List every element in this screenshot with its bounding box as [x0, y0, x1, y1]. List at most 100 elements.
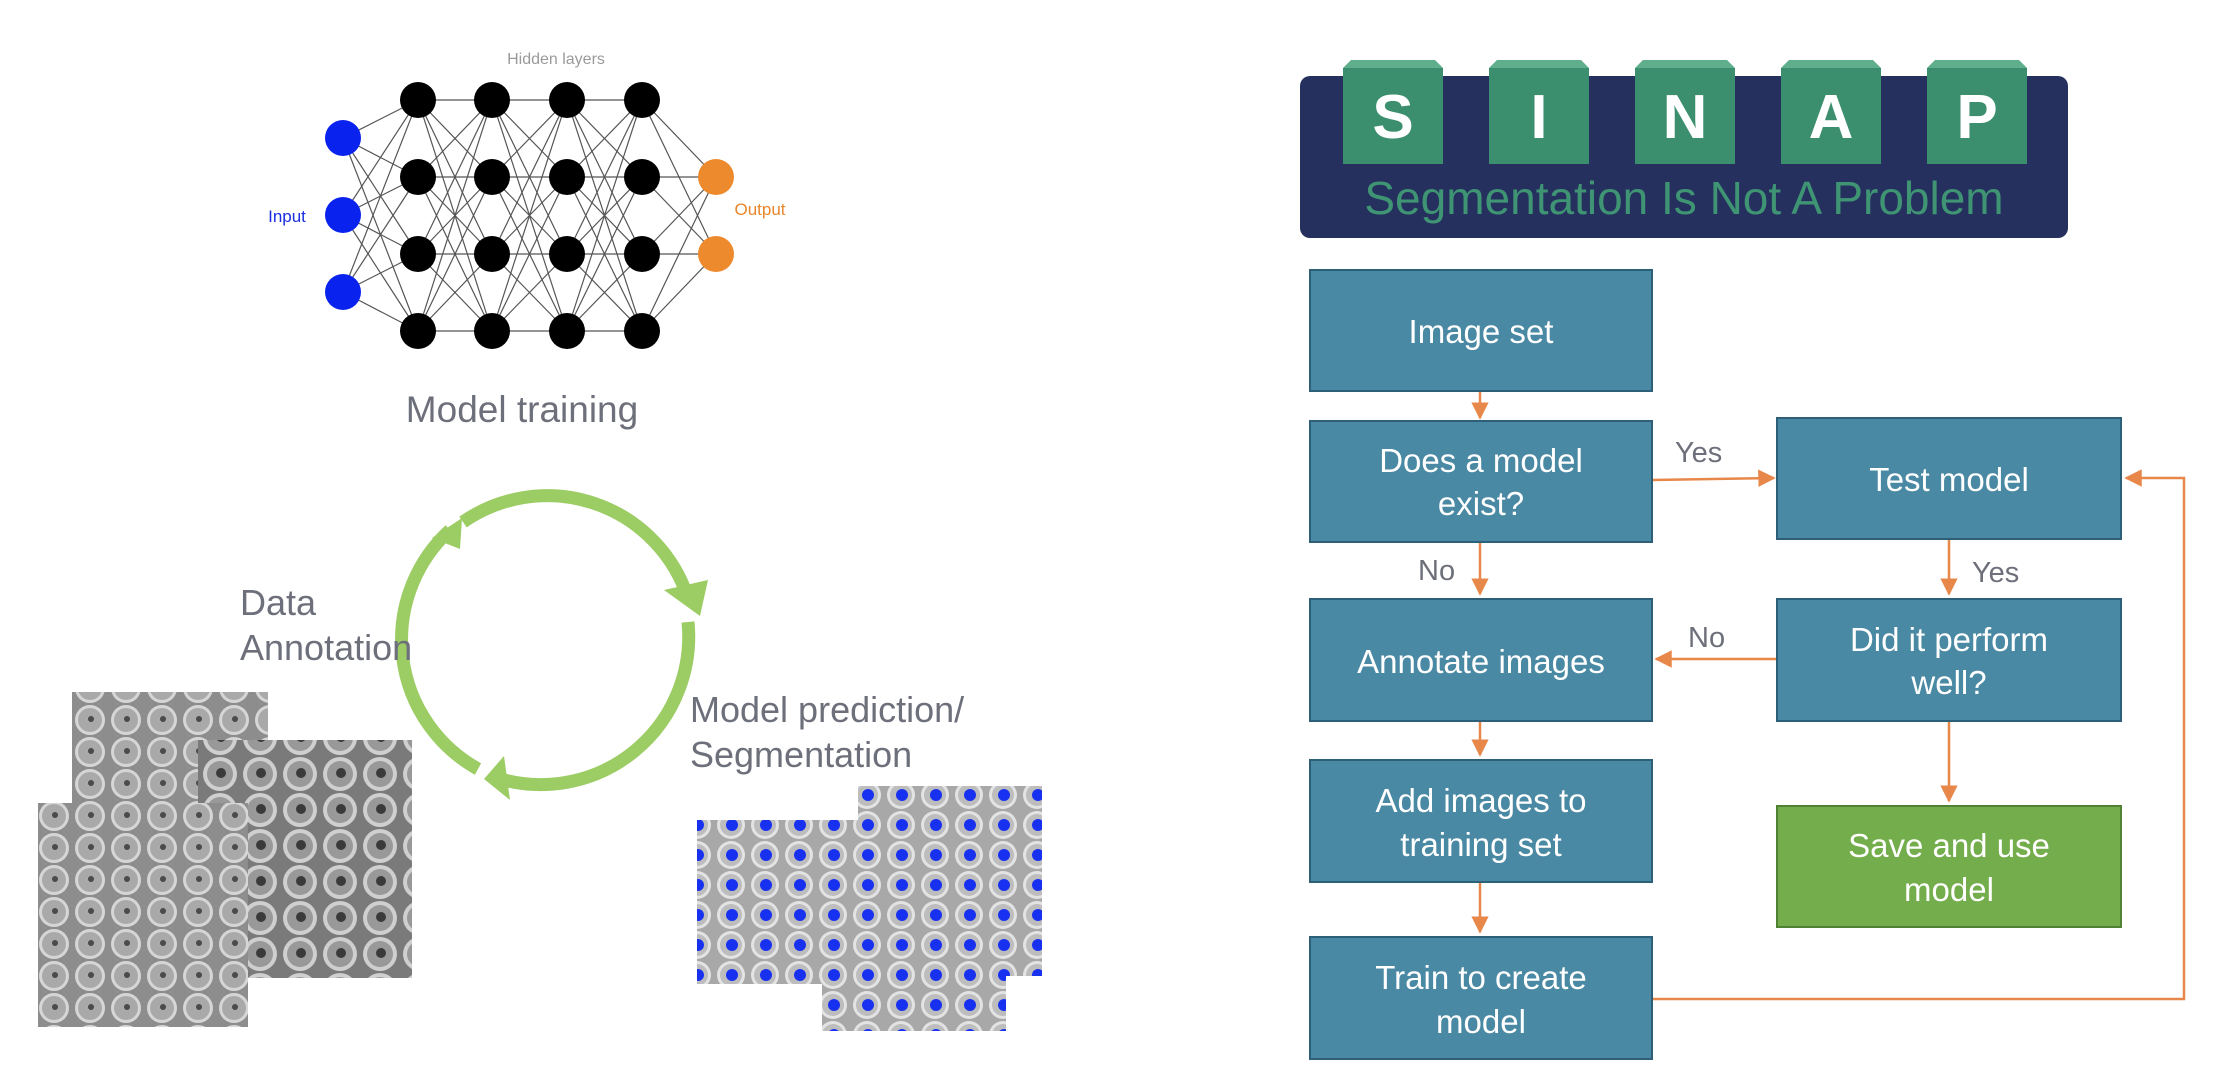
sinap-banner: S I N A P Segmentation Is Not A Problem: [1300, 60, 2068, 238]
network-nodes: [325, 82, 734, 349]
prediction-label-line2: Segmentation: [690, 734, 912, 775]
raw-microscopy-images: [38, 692, 412, 1027]
banner-subtitle: Segmentation Is Not A Problem: [1364, 172, 2003, 224]
segmented-image-3: [822, 866, 1006, 1031]
add-images-text-1: Add images to: [1376, 782, 1587, 819]
hidden-node: [624, 236, 660, 272]
output-label: Output: [734, 200, 785, 219]
banner-tile-bevel: [1927, 60, 2027, 68]
yes-label-exist: Yes: [1675, 437, 1722, 469]
add-images-text-2: training set: [1400, 826, 1561, 863]
flowchart-boxes: [1309, 269, 2122, 1060]
network-edge: [491, 99, 568, 332]
train-text-2: model: [1436, 1003, 1526, 1040]
data-annotation-label-line1: Data: [240, 582, 317, 623]
network-edge: [491, 176, 568, 332]
input-node: [325, 120, 361, 156]
hidden-node: [624, 313, 660, 349]
flowchart-branch-labels: Yes Yes No No: [1418, 437, 2019, 654]
hidden-node: [624, 82, 660, 118]
save-text-1: Save and use: [1848, 827, 2050, 864]
input-node: [325, 197, 361, 233]
neural-network: Hidden layers Input Output: [268, 51, 786, 349]
box-did-it-perform: [1776, 598, 2122, 722]
hidden-node: [624, 159, 660, 195]
banner-tile-bevel: [1781, 60, 1881, 68]
network-edge: [342, 99, 419, 216]
input-label: Input: [268, 207, 306, 226]
model-exist-text-2: exist?: [1438, 485, 1524, 522]
hidden-node: [400, 159, 436, 195]
banner-tile-bevel: [1489, 60, 1589, 68]
flowchart-box-labels: Image set Does a model exist? Test model…: [1357, 313, 2050, 1040]
hidden-node: [549, 159, 585, 195]
model-exist-text-1: Does a model: [1379, 442, 1583, 479]
banner-tile-bevel: [1343, 60, 1443, 68]
hidden-node: [400, 82, 436, 118]
banner-letter-tile: [1781, 68, 1881, 164]
cycle-arrowhead-top: [432, 518, 462, 549]
output-node: [698, 159, 734, 195]
model-training-label: Model training: [406, 389, 638, 430]
box-annotate-images: [1309, 598, 1653, 722]
banner-tile-bevel: [1635, 60, 1735, 68]
banner-letter: P: [1956, 83, 1997, 152]
segmented-images: [697, 786, 1042, 1031]
output-node: [698, 236, 734, 272]
box-save-and-use: [1776, 805, 2122, 928]
hidden-node: [549, 82, 585, 118]
network-edge: [417, 99, 493, 255]
yes-label-test: Yes: [1972, 557, 2019, 589]
hidden-node: [400, 236, 436, 272]
cycle-arrowhead-bottom: [484, 756, 510, 800]
network-edges: [342, 99, 717, 332]
network-edge: [342, 99, 419, 293]
hidden-node: [474, 313, 510, 349]
hidden-node: [474, 159, 510, 195]
prediction-label-line1: Model prediction/: [690, 689, 964, 730]
flowchart-arrows: [1471, 392, 2186, 1001]
training-cycle-arrows: [395, 489, 696, 792]
hidden-layers-label: Hidden layers: [507, 51, 605, 68]
cycle-arrow-bottom: [495, 621, 696, 792]
perform-text-1: Did it perform: [1850, 621, 2048, 658]
banner-letter: I: [1530, 83, 1547, 152]
cycle-arrow-left: [395, 525, 482, 775]
arrow-train-loop-to-test: [1652, 469, 2186, 1001]
image-set-text: Image set: [1409, 313, 1554, 350]
input-node: [325, 274, 361, 310]
banner-letter-tile: [1343, 68, 1443, 164]
hidden-node: [549, 313, 585, 349]
network-edge: [417, 99, 493, 332]
banner-letter: N: [1663, 83, 1708, 152]
train-text-1: Train to create: [1375, 959, 1587, 996]
network-edge: [566, 99, 643, 255]
box-train-model: [1309, 936, 1653, 1060]
cycle-arrow-top: [459, 489, 695, 601]
network-edge: [491, 99, 568, 255]
arrow-exist-to-test: [1651, 469, 1776, 488]
perform-text-2: well?: [1910, 664, 1986, 701]
banner-letter-tile: [1489, 68, 1589, 164]
data-annotation-label-line2: Annotation: [240, 627, 412, 668]
network-edge: [566, 176, 643, 332]
cycle-arrowheads: [432, 518, 708, 800]
no-label-exist: No: [1418, 555, 1455, 587]
network-edge: [566, 99, 643, 332]
box-test-model: [1776, 417, 2122, 540]
annotate-text: Annotate images: [1357, 643, 1605, 680]
box-image-set: [1309, 269, 1653, 392]
box-model-exist: [1309, 420, 1653, 543]
banner-letter: A: [1809, 83, 1854, 152]
banner-letter: S: [1372, 83, 1413, 152]
save-text-2: model: [1904, 871, 1994, 908]
network-edge: [342, 176, 419, 293]
banner-letter-tile: [1927, 68, 2027, 164]
network-edge: [417, 176, 493, 332]
hidden-node: [474, 82, 510, 118]
banner-letter-tile: [1635, 68, 1735, 164]
no-label-perform: No: [1688, 622, 1725, 654]
test-model-text: Test model: [1869, 461, 2029, 498]
hidden-node: [474, 236, 510, 272]
